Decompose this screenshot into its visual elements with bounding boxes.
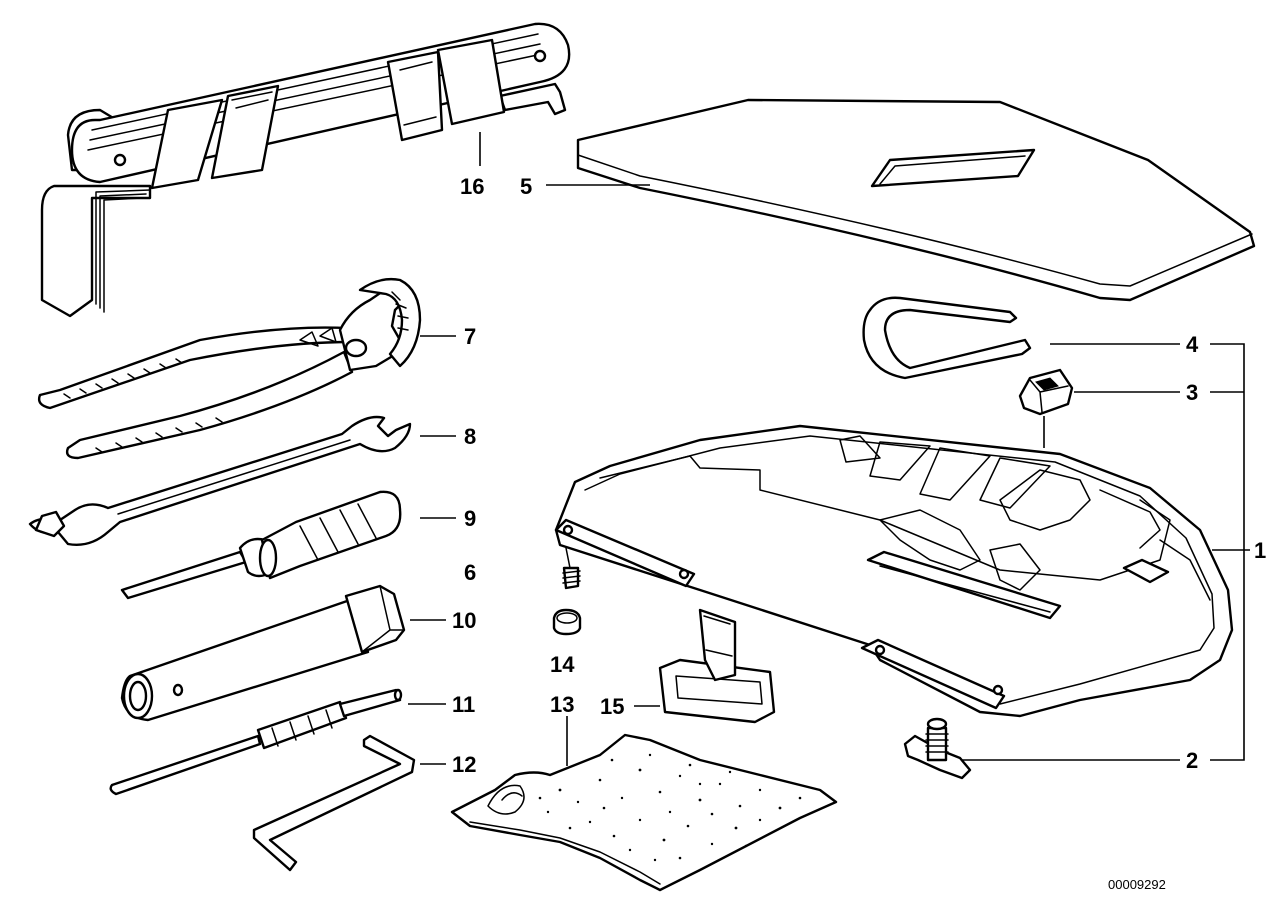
callout-7: 7 bbox=[464, 324, 476, 349]
callout-8: 8 bbox=[464, 424, 476, 449]
callout-2: 2 bbox=[1186, 748, 1198, 773]
screwdriver-part bbox=[120, 490, 402, 600]
callout-6: 6 bbox=[464, 560, 476, 585]
wrench-part bbox=[28, 415, 412, 546]
strap-part bbox=[862, 296, 1032, 380]
callout-12: 12 bbox=[452, 752, 476, 777]
document-number: 00009292 bbox=[1108, 877, 1166, 892]
callout-10: 10 bbox=[452, 608, 476, 633]
pliers-part bbox=[37, 277, 422, 460]
hex-key-part bbox=[252, 734, 416, 872]
callout-15: 15 bbox=[600, 694, 624, 719]
tool-tray-part bbox=[554, 424, 1234, 718]
callout-labels: 16 5 7 4 3 8 9 1 6 10 14 11 13 15 12 2 bbox=[452, 174, 1266, 777]
callout-9: 9 bbox=[464, 506, 476, 531]
clip-part bbox=[658, 608, 776, 724]
callout-16: 16 bbox=[460, 174, 484, 199]
callout-4: 4 bbox=[1186, 332, 1199, 357]
callout-1: 1 bbox=[1254, 538, 1266, 563]
nut-part bbox=[552, 608, 582, 636]
wing-bolt-part bbox=[903, 717, 972, 780]
tray-cover-part bbox=[576, 98, 1256, 302]
leader-lines bbox=[408, 132, 1250, 766]
callout-3: 3 bbox=[1186, 380, 1198, 405]
callout-11: 11 bbox=[452, 692, 475, 717]
socket-wrench-part bbox=[120, 584, 406, 722]
rubber-cap-part bbox=[1018, 368, 1074, 416]
warning-triangle-part bbox=[40, 22, 571, 318]
callout-14: 14 bbox=[550, 652, 575, 677]
callout-5: 5 bbox=[520, 174, 532, 199]
tool-bag-part bbox=[450, 733, 838, 892]
screw-part bbox=[562, 547, 581, 590]
extension-bar-part bbox=[109, 688, 403, 796]
callout-13: 13 bbox=[550, 692, 574, 717]
